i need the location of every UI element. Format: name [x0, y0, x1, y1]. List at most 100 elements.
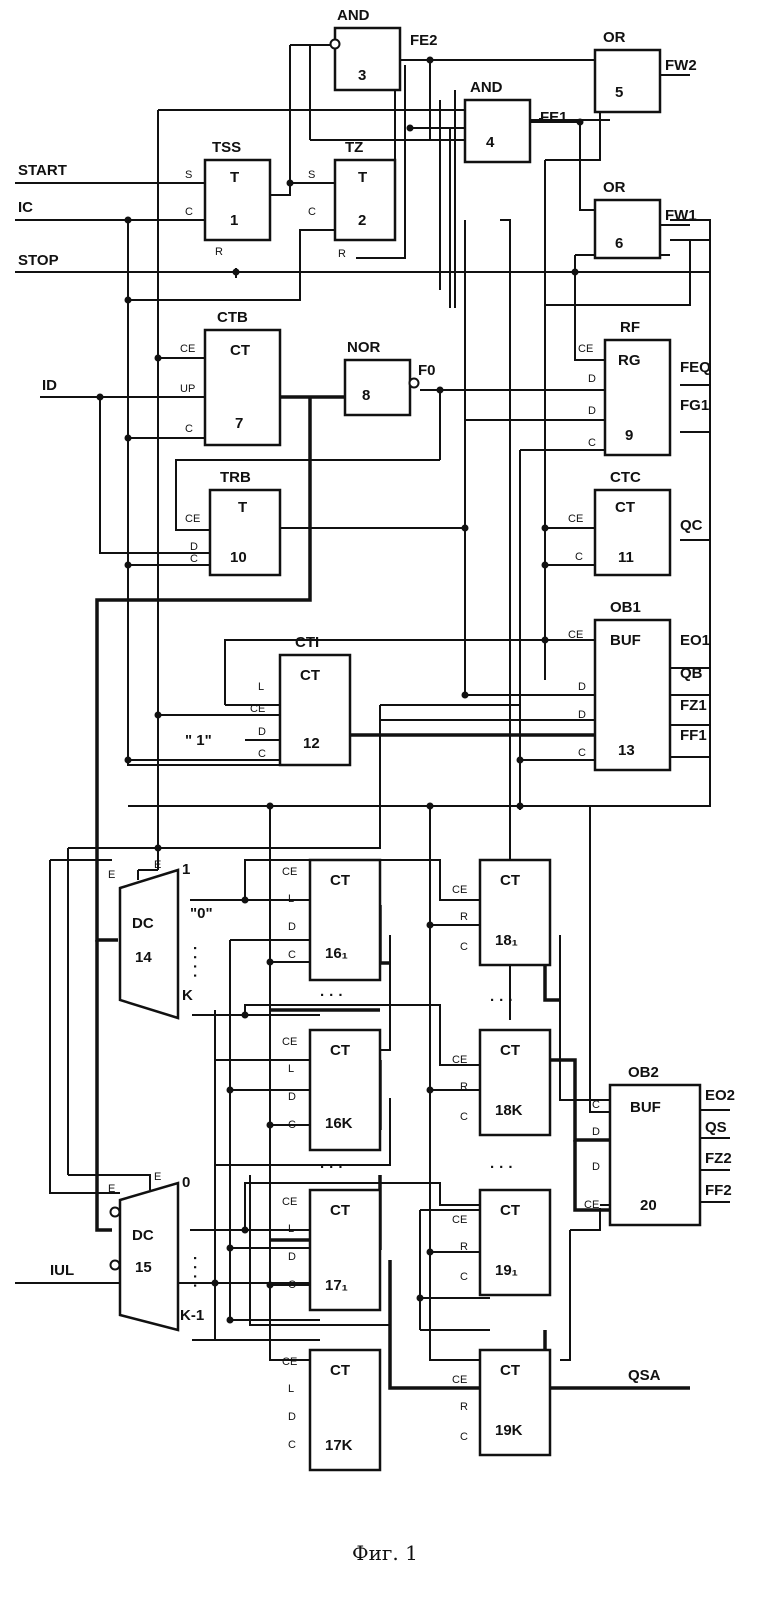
svg-text:R: R	[215, 246, 223, 258]
svg-text:19K: 19K	[495, 1422, 523, 1439]
svg-text:CE: CE	[452, 1054, 467, 1066]
svg-text:L: L	[258, 681, 264, 693]
svg-text:UP: UP	[180, 383, 195, 395]
block-function: T	[230, 169, 239, 186]
svg-text:D: D	[592, 1161, 600, 1173]
block-label: OR	[603, 179, 626, 196]
signal-qb: QB	[680, 665, 703, 682]
block-number: 2	[358, 212, 366, 229]
svg-text:C: C	[185, 423, 193, 435]
block-trb-10: TRB T 10 CE D C	[185, 469, 280, 575]
svg-text:CE: CE	[584, 1199, 599, 1211]
signal-fg1: FG1	[680, 397, 709, 414]
block-label: AND	[470, 79, 503, 96]
block-dc-15: DC 15 E E 0 K-1	[108, 1171, 204, 1330]
svg-text:L: L	[288, 1063, 294, 1075]
block-label: AND	[337, 7, 370, 24]
svg-text:D: D	[588, 405, 596, 417]
svg-text:E: E	[154, 1171, 161, 1183]
svg-text:C: C	[288, 949, 296, 961]
signal-qc: QC	[680, 517, 703, 534]
block-label: CTI	[295, 634, 319, 651]
signal-ff1: FF1	[680, 727, 707, 744]
signal-ic: IC	[18, 199, 33, 216]
signal-const-one: " 1"	[185, 732, 212, 749]
svg-text:D: D	[288, 1091, 296, 1103]
svg-text:CT: CT	[330, 872, 350, 889]
svg-text:17₁: 17₁	[325, 1277, 348, 1294]
svg-text:R: R	[460, 1241, 468, 1253]
block-function: T	[238, 499, 247, 516]
svg-text:C: C	[288, 1439, 296, 1451]
signal-id: ID	[42, 377, 57, 394]
svg-text:E: E	[108, 1183, 115, 1195]
svg-text:L: L	[288, 1383, 294, 1395]
svg-text:D: D	[588, 373, 596, 385]
svg-text:0: 0	[182, 1174, 190, 1191]
svg-text:19₁: 19₁	[495, 1262, 518, 1279]
block-label: CTC	[610, 469, 641, 486]
block-nor-8: NOR 8 F0	[345, 339, 436, 415]
svg-text:CT: CT	[500, 872, 520, 889]
svg-text:18₁: 18₁	[495, 932, 518, 949]
block-ct-17-k: CT 17K CE L D C	[282, 1350, 380, 1470]
svg-text:C: C	[588, 437, 596, 449]
block-tz-2: TZ T 2 S C R	[308, 139, 395, 260]
svg-text:D: D	[288, 1251, 296, 1263]
svg-text:CE: CE	[180, 343, 195, 355]
svg-text:C: C	[308, 206, 316, 218]
svg-text:R: R	[460, 1401, 468, 1413]
svg-text:C: C	[575, 551, 583, 563]
block-number: 3	[358, 67, 366, 84]
svg-text:CE: CE	[578, 343, 593, 355]
svg-text:C: C	[258, 748, 266, 760]
svg-text:· · ·: · · ·	[490, 1159, 513, 1176]
svg-text:D: D	[190, 541, 198, 553]
block-ct-19-k: CT 19K CE R C	[452, 1350, 550, 1455]
block-label: TSS	[212, 139, 241, 156]
svg-text:L: L	[288, 1223, 294, 1235]
svg-text:CE: CE	[282, 1036, 297, 1048]
svg-text:C: C	[190, 553, 198, 565]
block-ct-18-1: CT 18₁ CE R C	[452, 860, 550, 965]
block-number: 12	[303, 735, 320, 752]
figure-caption: Фиг. 1	[352, 1541, 418, 1565]
block-ct-17-1: CT 17₁ CE L D C	[282, 1190, 380, 1310]
block-function: T	[358, 169, 367, 186]
block-label: RF	[620, 319, 640, 336]
svg-text:C: C	[578, 747, 586, 759]
block-ob2-20: OB2 BUF 20 C D D CE EO2 QS FZ2 FF2	[584, 1064, 735, 1225]
svg-text:CE: CE	[250, 703, 265, 715]
block-function: BUF	[630, 1099, 661, 1116]
block-number: 10	[230, 549, 247, 566]
svg-text:E: E	[154, 859, 161, 871]
svg-text:D: D	[578, 681, 586, 693]
block-function: DC	[132, 915, 154, 932]
svg-text:S: S	[185, 169, 192, 181]
svg-text:· · ·: · · ·	[320, 987, 343, 1004]
block-label: TZ	[345, 139, 363, 156]
block-ctc-11: CTC CT 11 CE C QC	[568, 469, 703, 575]
block-function: RG	[618, 352, 641, 369]
block-number: 6	[615, 235, 623, 252]
svg-text:18K: 18K	[495, 1102, 523, 1119]
block-number: 13	[618, 742, 635, 759]
svg-text:C: C	[592, 1099, 600, 1111]
block-label: CTB	[217, 309, 248, 326]
block-label: OR	[603, 29, 626, 46]
svg-text:C: C	[288, 1119, 296, 1131]
svg-text:CE: CE	[568, 629, 583, 641]
svg-text:CE: CE	[452, 1374, 467, 1386]
svg-text:CT: CT	[330, 1202, 350, 1219]
block-number: 8	[362, 387, 370, 404]
block-function: CT	[300, 667, 320, 684]
svg-text:C: C	[185, 206, 193, 218]
block-number: 7	[235, 415, 243, 432]
svg-text:16K: 16K	[325, 1115, 353, 1132]
block-number: 20	[640, 1197, 657, 1214]
block-tss-1: TSS T 1 S C R	[185, 139, 270, 258]
block-label: OB1	[610, 599, 641, 616]
svg-text:R: R	[338, 248, 346, 260]
signal-ff2: FF2	[705, 1182, 732, 1199]
svg-text:R: R	[460, 1081, 468, 1093]
